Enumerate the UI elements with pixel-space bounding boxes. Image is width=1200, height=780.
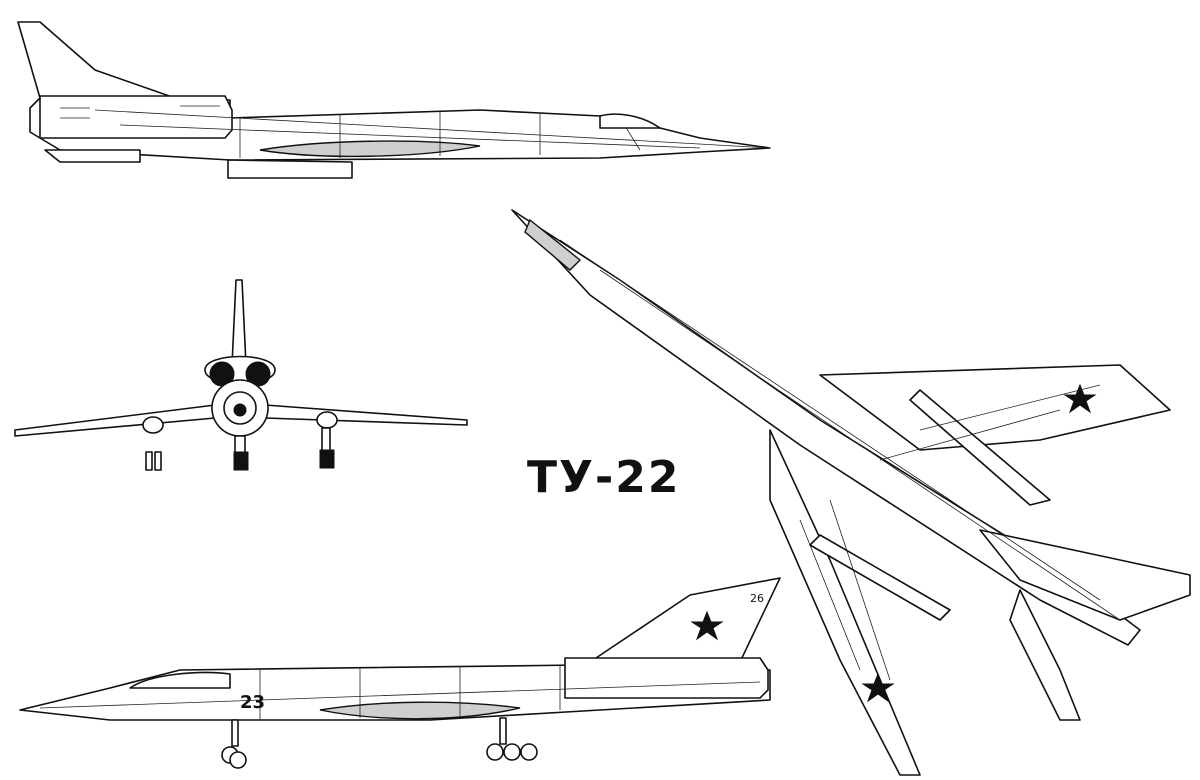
plan-view	[511, 209, 1191, 776]
drawing-title: ТУ-22	[527, 452, 681, 503]
fin-code: 26	[750, 592, 764, 605]
tail-number: 23	[240, 692, 265, 713]
front-view	[14, 279, 468, 471]
side-view-bottom: 23 26	[19, 577, 781, 769]
side-view-top	[17, 21, 771, 179]
